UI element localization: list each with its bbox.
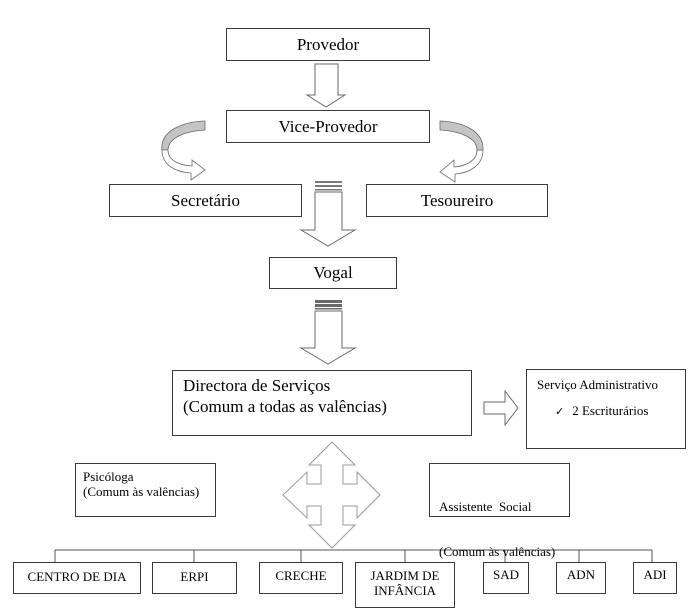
valencias-connector <box>54 549 653 562</box>
node-vogal: Vogal <box>269 257 397 289</box>
node-assistente-social-title: Assistente Social <box>439 499 532 514</box>
node-provedor-label: Provedor <box>296 34 360 54</box>
valencia-label: ERPI <box>180 569 209 584</box>
node-directora-servicos: Directora de Serviços (Comum a todas as … <box>172 370 472 436</box>
four-way-arrow <box>282 441 381 549</box>
valencia-label-line2: INFÂNCIA <box>373 583 437 598</box>
node-assistente-social: Assistente Social (Comum às valências) <box>429 463 570 559</box>
curved-arrow-to-tesoureiro <box>439 120 484 183</box>
node-tesoureiro-label: Tesoureiro <box>420 190 494 210</box>
node-secretario-label: Secretário <box>171 190 240 210</box>
valencia-label: SAD <box>492 567 519 582</box>
valencia-adi: ADI <box>633 562 677 594</box>
valencia-label: ADN <box>566 567 596 582</box>
valencia-label: ADI <box>643 567 667 582</box>
valencia-adn: ADN <box>556 562 606 594</box>
node-directora-title: Directora de Serviços <box>183 376 331 395</box>
valencia-label: CENTRO DE DIA <box>27 569 127 584</box>
valencia-jardim-de-infancia: JARDIM DE INFÂNCIA <box>355 562 455 608</box>
node-servico-administrativo: Serviço Administrativo ✓ 2 Escriturários <box>526 369 686 449</box>
node-psicologa-subtitle: (Comum às valências) <box>83 484 200 499</box>
valencia-creche: CRECHE <box>259 562 343 594</box>
servico-administrativo-item: 2 Escriturários <box>572 403 649 418</box>
valencia-label: CRECHE <box>275 568 327 583</box>
node-provedor: Provedor <box>226 28 430 61</box>
node-directora-subtitle: (Comum a todas as valências) <box>183 397 387 416</box>
node-psicologa: Psicóloga (Comum às valências) <box>75 463 216 517</box>
arrow-to-servico-administrativo <box>483 389 519 427</box>
node-vice-provedor-label: Vice-Provedor <box>278 116 378 136</box>
node-assistente-social-subtitle: (Comum às valências) <box>439 544 556 559</box>
valencia-centro-de-dia: CENTRO DE DIA <box>13 562 141 594</box>
arrow-provedor-to-vice-provedor <box>305 63 347 108</box>
node-vogal-label: Vogal <box>313 263 353 282</box>
curved-arrow-to-secretario <box>161 120 206 181</box>
valencia-sad: SAD <box>483 562 529 594</box>
node-secretario: Secretário <box>109 184 302 217</box>
valencia-label-line1: JARDIM DE <box>370 568 440 583</box>
arrow-to-vogal <box>299 181 357 247</box>
node-psicologa-title: Psicóloga <box>83 469 134 484</box>
valencia-erpi: ERPI <box>152 562 237 594</box>
node-tesoureiro: Tesoureiro <box>366 184 548 217</box>
arrow-to-directora <box>299 300 357 365</box>
checkmark-icon: ✓ <box>555 405 565 418</box>
node-vice-provedor: Vice-Provedor <box>226 110 430 143</box>
servico-administrativo-title: Serviço Administrativo <box>537 377 658 392</box>
